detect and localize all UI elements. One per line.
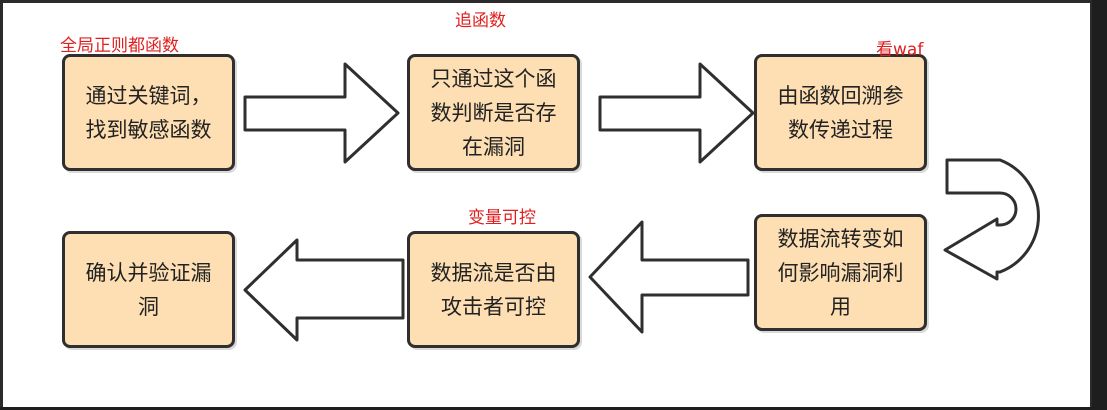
step-4-label: 数据流转变如 何影响漏洞利 用 xyxy=(777,226,904,319)
step-5-label: 数据流是否由 攻击者可控 xyxy=(430,260,557,319)
step-2-check-function: 只通过这个函 数判断是否存 在漏洞 xyxy=(407,54,580,171)
note-step-2: 追函数 xyxy=(455,11,506,31)
step-1-find-sensitive-functions: 通过关键词， 找到敏感函数 xyxy=(62,54,235,171)
window-edge-bottom xyxy=(0,407,1092,410)
note-step-3: 看waf xyxy=(876,40,924,60)
step-1-label: 通过关键词， 找到敏感函数 xyxy=(85,83,212,142)
step-3-label: 由函数回溯参 数传递过程 xyxy=(777,83,904,142)
note-step-5: 变量可控 xyxy=(468,208,536,228)
arrow-step5-to-step6 xyxy=(243,238,405,342)
step-6-label: 确认并验证漏 洞 xyxy=(85,260,212,319)
step-4-dataflow-impact: 数据流转变如 何影响漏洞利 用 xyxy=(754,214,927,331)
arrow-step3-to-step4 xyxy=(943,158,1040,281)
arrow-step4-to-step5 xyxy=(588,220,750,334)
step-3-trace-parameters: 由函数回溯参 数传递过程 xyxy=(754,54,927,171)
arrow-step1-to-step2 xyxy=(243,62,400,164)
window-edge xyxy=(1092,0,1107,410)
step-5-attacker-control: 数据流是否由 攻击者可控 xyxy=(407,231,580,348)
note-step-1: 全局正则都函数 xyxy=(60,36,179,56)
arrow-step2-to-step3 xyxy=(598,62,755,164)
step-6-confirm-vulnerability: 确认并验证漏 洞 xyxy=(62,231,235,348)
step-2-label: 只通过这个函 数判断是否存 在漏洞 xyxy=(430,66,557,159)
